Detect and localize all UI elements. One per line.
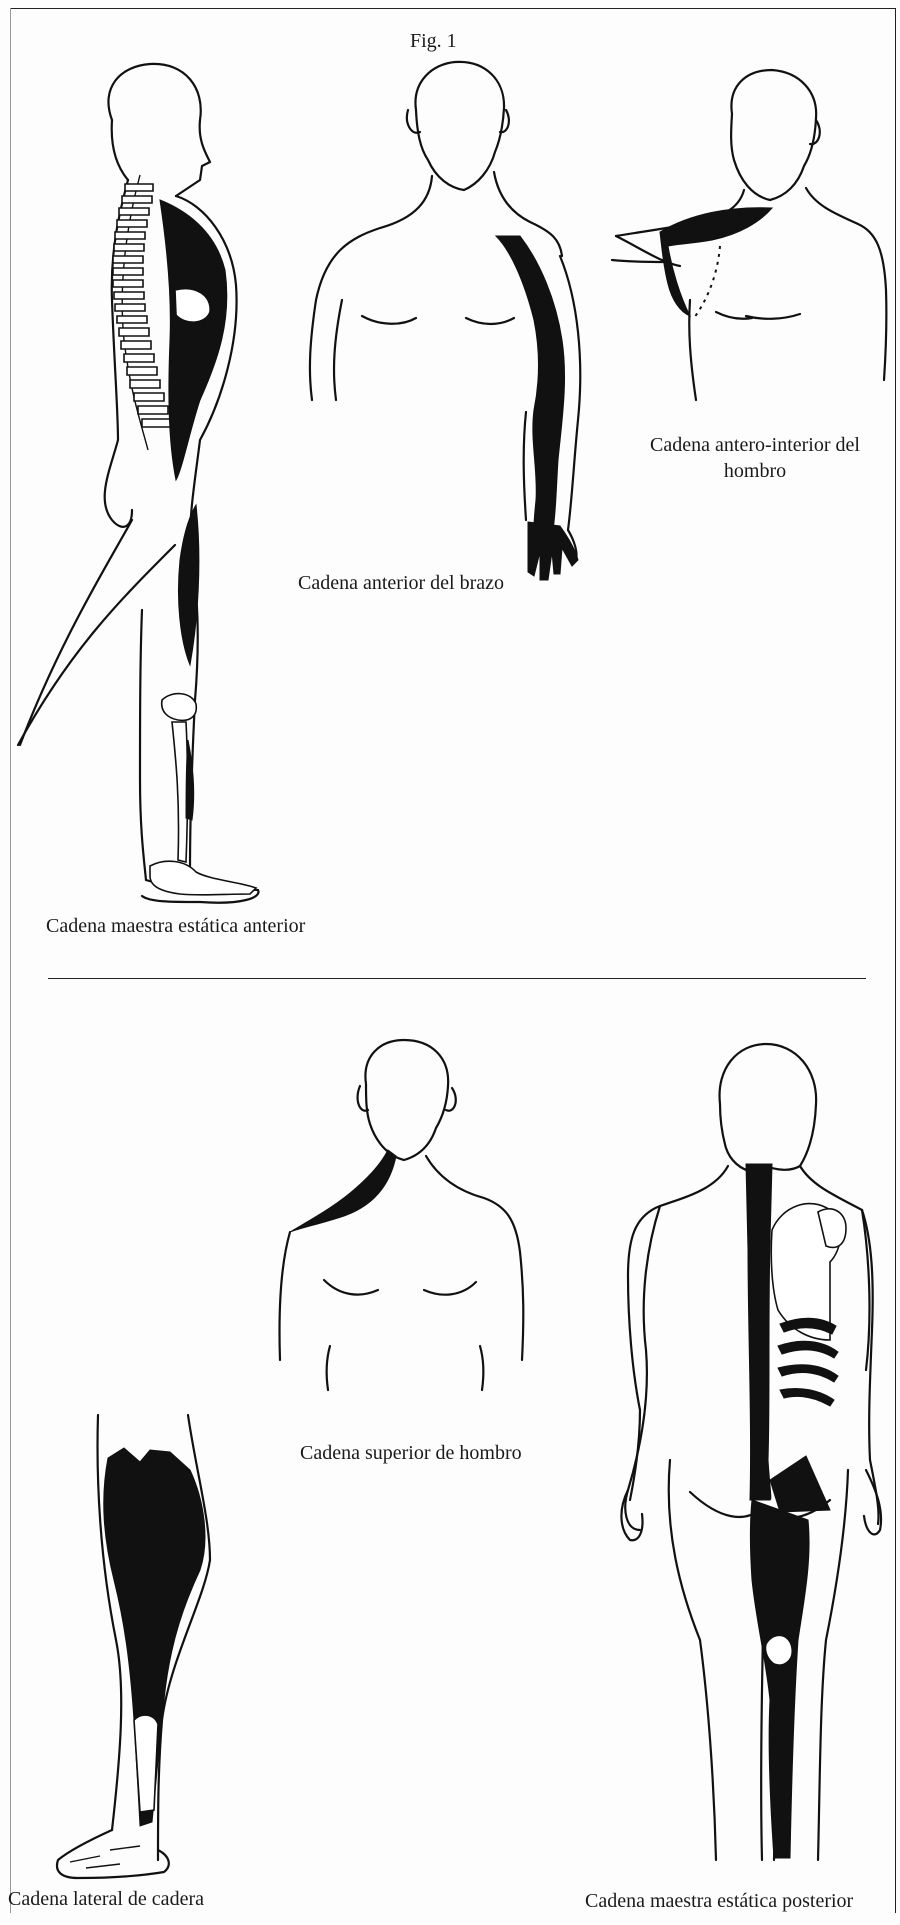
antero-interior-shoulder-chain bbox=[660, 208, 772, 316]
front-torso-arm-figure bbox=[310, 62, 580, 580]
posterior-body-figure bbox=[621, 1044, 881, 1860]
caption-antero-interior-shoulder-chain: Cadena antero-interior del hombro bbox=[640, 432, 870, 484]
figure-title: Fig. 1 bbox=[410, 30, 457, 53]
anterior-chain-thigh bbox=[178, 505, 198, 665]
front-upper-body-figure bbox=[279, 1040, 523, 1390]
raised-arm-shoulder-figure bbox=[612, 70, 886, 400]
side-view-figure bbox=[18, 64, 258, 903]
section-divider bbox=[48, 978, 866, 979]
caption-lateral-hip-chain: Cadena lateral de cadera bbox=[8, 1886, 204, 1912]
posterior-chain-spine bbox=[746, 1164, 772, 1500]
caption-superior-shoulder-chain: Cadena superior de hombro bbox=[300, 1440, 522, 1466]
caption-master-static-anterior-chain: Cadena maestra estática anterior bbox=[46, 913, 305, 939]
caption-anterior-arm-chain: Cadena anterior del brazo bbox=[298, 570, 504, 596]
anterior-chain-torso bbox=[160, 200, 227, 480]
posterior-chain-leg bbox=[751, 1500, 810, 1858]
superior-shoulder-chain bbox=[290, 1150, 396, 1232]
caption-master-static-posterior-chain: Cadena maestra estática posterior bbox=[585, 1888, 853, 1914]
posterior-chain-gluteal bbox=[770, 1456, 830, 1512]
lateral-leg-figure bbox=[57, 1415, 210, 1878]
anterior-arm-chain bbox=[496, 236, 565, 548]
